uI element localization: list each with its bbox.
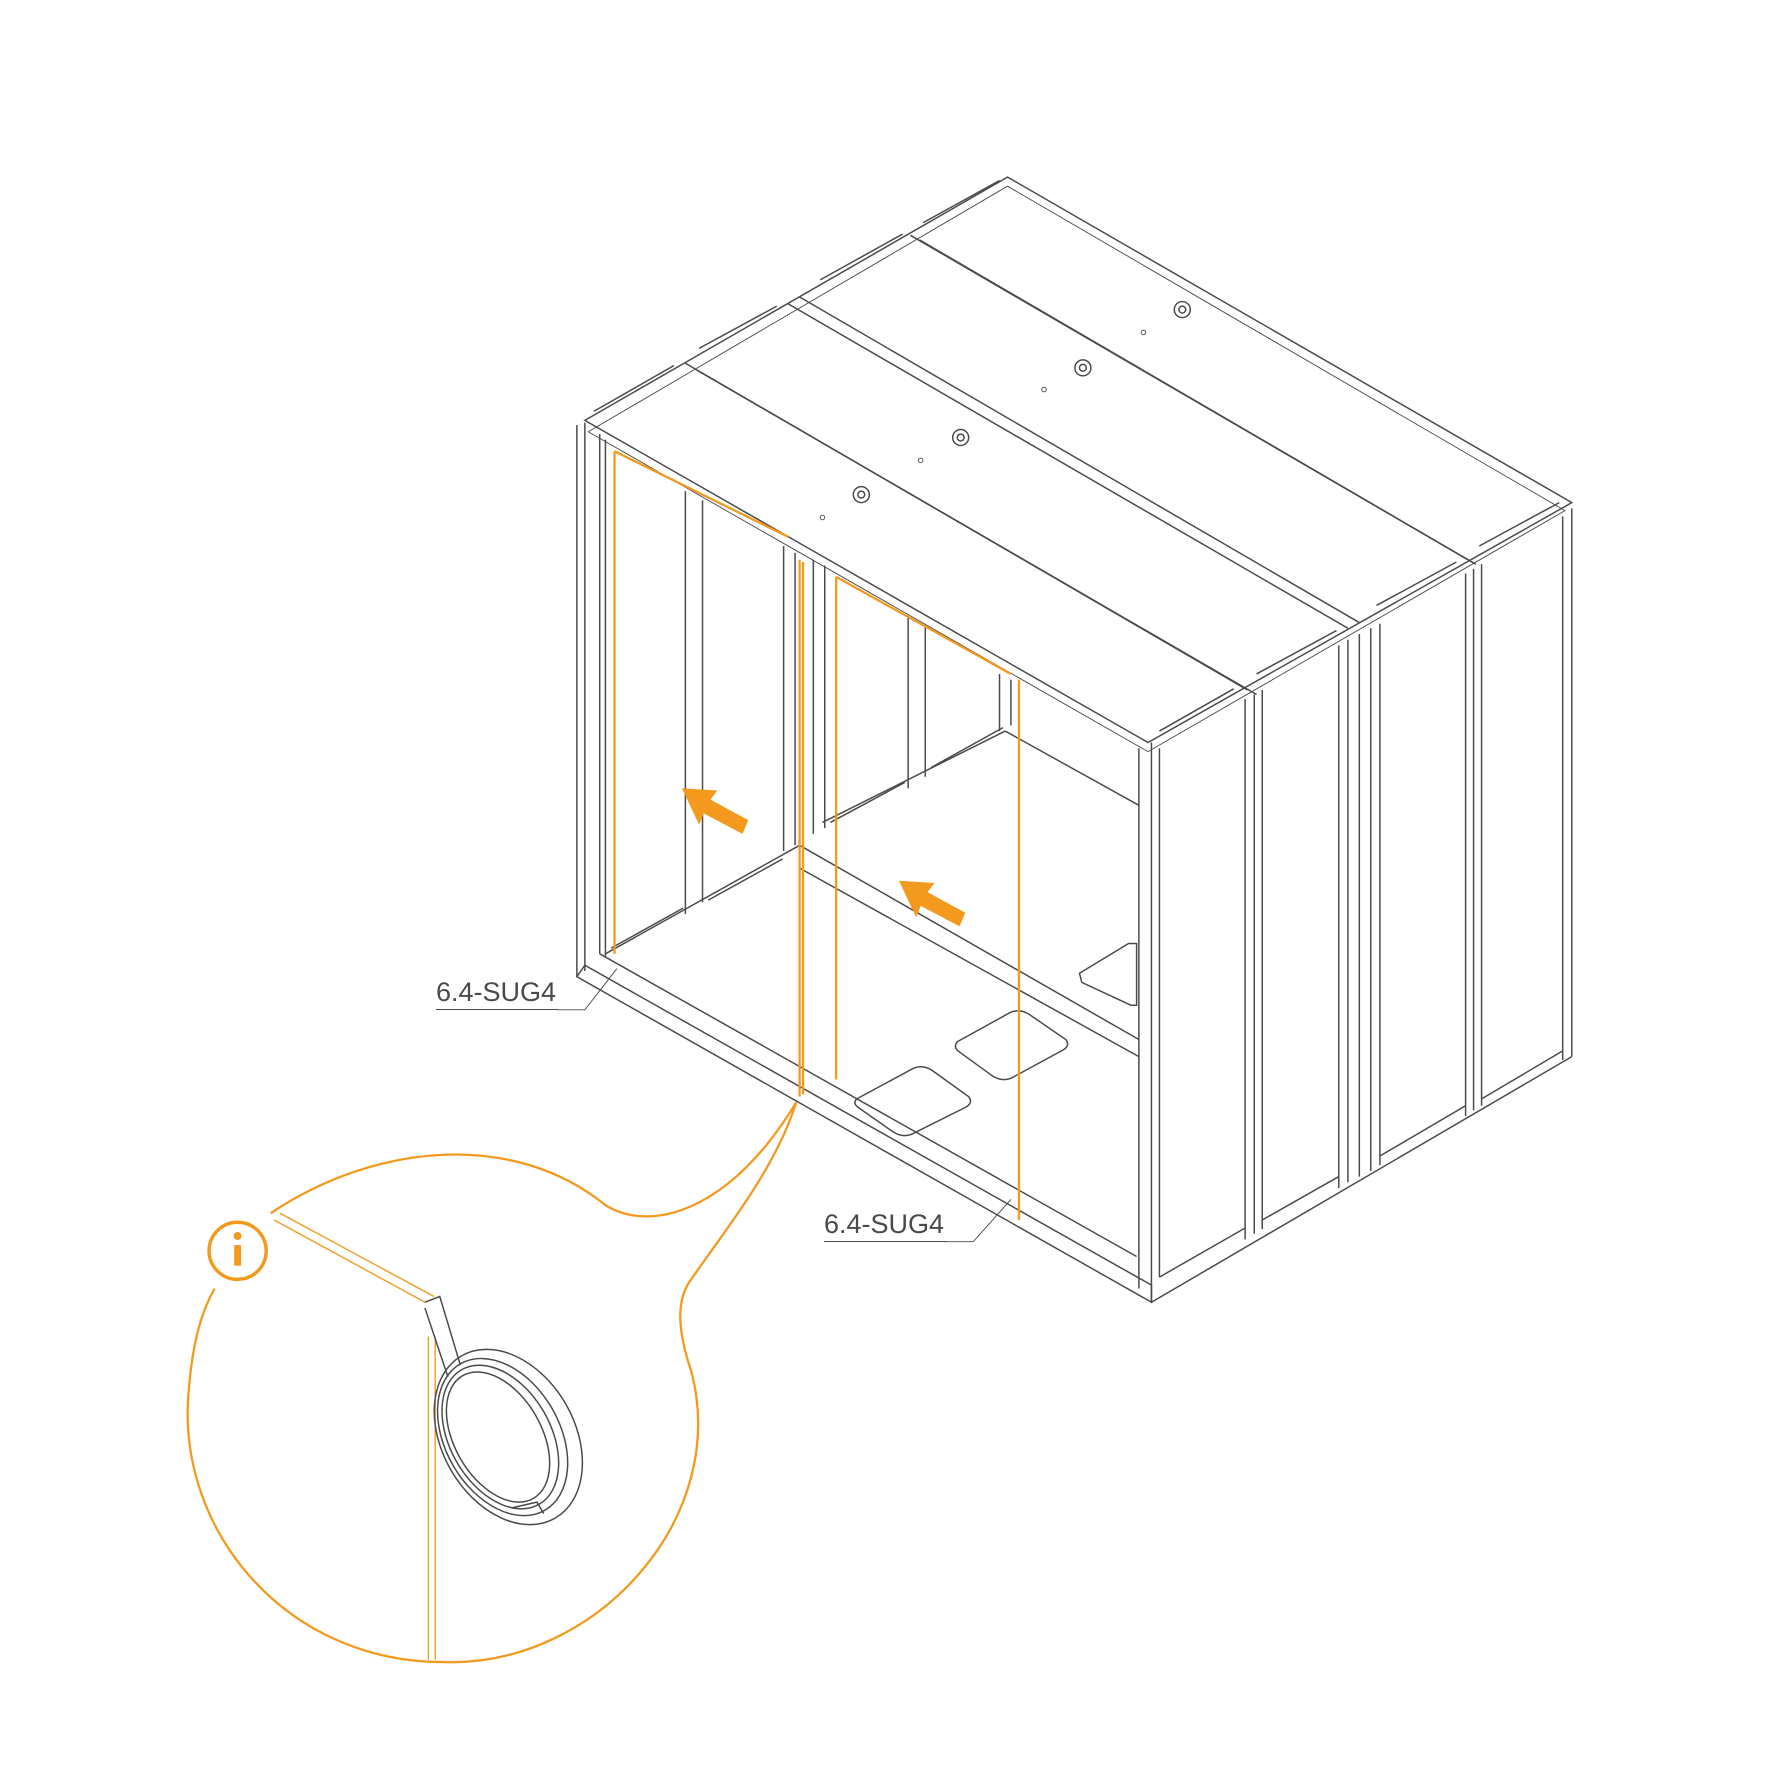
leader-line — [557, 968, 618, 1011]
part-reference-label-left: 6.4-SUG4 — [436, 977, 559, 1010]
detail-callout — [186, 1101, 798, 1664]
insert-arrow-icon — [898, 880, 966, 927]
cabinet-side-panels — [1138, 508, 1573, 1303]
insert-arrow-icon — [681, 788, 749, 834]
leader-line — [943, 1199, 1012, 1243]
part-reference-label-right: 6.4-SUG4 — [824, 1209, 947, 1242]
cabinet-frame — [575, 422, 1573, 1304]
cabinet-top — [583, 176, 1574, 753]
info-icon — [207, 1220, 268, 1282]
seal-highlight-lines — [613, 450, 1021, 1220]
